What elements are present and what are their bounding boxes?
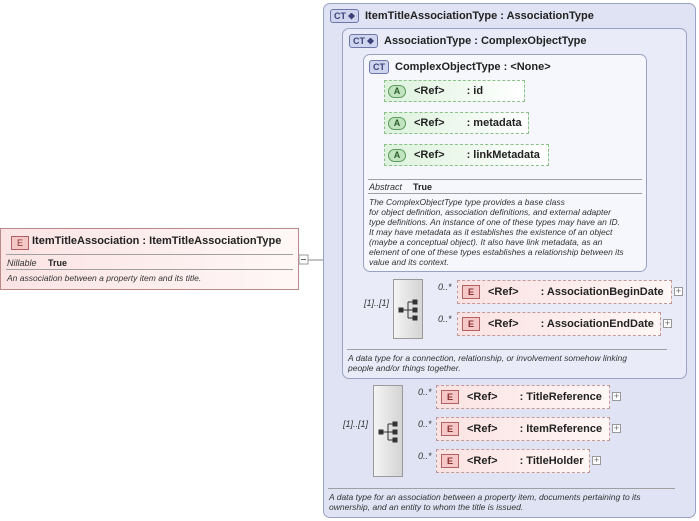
element-cardinality: 0..* — [418, 451, 432, 461]
element-itemreference[interactable]: E <Ref> : ItemReference — [436, 417, 610, 441]
element-titlereference[interactable]: E <Ref> : TitleReference — [436, 385, 610, 409]
element-associationbegindate[interactable]: E <Ref> : AssociationBeginDate — [457, 280, 672, 304]
outer-sequence-compositor[interactable] — [373, 385, 403, 477]
element-associationenddate[interactable]: E <Ref> : AssociationEndDate — [457, 312, 661, 336]
middle-ct-header: CT AssociationType : ComplexObjectType — [349, 34, 587, 48]
plus-expander-icon[interactable]: + — [612, 423, 621, 433]
element-name: : AssociationBeginDate — [540, 286, 664, 298]
element-cardinality: 0..* — [418, 419, 432, 429]
inner-ct-header: CT ComplexObjectType : <None> — [369, 60, 551, 74]
ct-badge-icon: CT — [349, 34, 378, 48]
attribute-metadata[interactable]: A <Ref> : metadata — [384, 112, 529, 134]
element-name: : TitleReference — [519, 391, 602, 403]
element-cardinality: 0..* — [438, 314, 452, 324]
plus-expander-icon[interactable]: + — [663, 318, 672, 328]
element-badge-icon: E — [441, 422, 459, 436]
nillable-value: True — [48, 258, 68, 268]
nillable-label: Nillable — [7, 258, 37, 268]
attribute-ref: <Ref> — [414, 149, 445, 161]
attribute-id[interactable]: A <Ref> : id — [384, 80, 525, 102]
sequence-icon — [398, 299, 418, 321]
element-cardinality: 0..* — [418, 387, 432, 397]
outer-doc-separator — [328, 488, 675, 489]
outer-ct-title: ItemTitleAssociationType : AssociationTy… — [365, 10, 594, 22]
abstract-label: Abstract — [369, 182, 403, 192]
attribute-linkmetadata[interactable]: A <Ref> : linkMetadata — [384, 144, 549, 166]
middle-ct-title: AssociationType : ComplexObjectType — [384, 35, 587, 47]
attribute-name: : metadata — [466, 117, 522, 129]
outer-ct-header: CT ItemTitleAssociationType : Associatio… — [330, 9, 594, 23]
root-documentation: An association between a property item a… — [7, 273, 202, 283]
middle-documentation: A data type for a connection, relationsh… — [348, 353, 627, 373]
attribute-ref: <Ref> — [414, 85, 445, 97]
element-badge-icon: E — [462, 285, 480, 299]
plus-expander-icon[interactable]: + — [612, 391, 621, 401]
middle-sequence-compositor[interactable] — [393, 279, 423, 339]
middle-doc-separator — [347, 349, 667, 350]
inner-separator-2 — [368, 193, 642, 194]
attribute-ref: <Ref> — [414, 117, 445, 129]
outer-documentation: A data type for an association between a… — [329, 492, 641, 512]
middle-sequence-cardinality: [1]..[1] — [364, 298, 390, 308]
element-cardinality: 0..* — [438, 282, 452, 292]
element-badge-icon: E — [441, 390, 459, 404]
root-separator-2 — [6, 269, 293, 270]
element-name: : TitleHolder — [519, 455, 584, 467]
root-element-box[interactable]: E ItemTitleAssociation : ItemTitleAssoci… — [0, 228, 299, 290]
element-name: : AssociationEndDate — [540, 318, 654, 330]
attribute-badge-icon: A — [388, 116, 406, 130]
inner-documentation: The ComplexObjectType type provides a ba… — [369, 197, 624, 267]
root-separator — [6, 254, 293, 255]
attribute-name: : linkMetadata — [466, 149, 540, 161]
element-badge-icon: E — [441, 454, 459, 468]
inner-separator — [368, 179, 642, 180]
sequence-icon — [378, 421, 398, 443]
ct-badge-icon: CT — [369, 60, 389, 74]
abstract-value: True — [413, 182, 433, 192]
outer-sequence-cardinality: [1]..[1] — [343, 419, 369, 429]
root-element-title: ItemTitleAssociation : ItemTitleAssociat… — [32, 235, 282, 247]
element-badge-icon: E — [462, 317, 480, 331]
ct-badge-icon: CT — [330, 9, 359, 23]
plus-expander-icon[interactable]: + — [592, 455, 601, 465]
attribute-badge-icon: A — [388, 148, 406, 162]
element-badge-icon: E — [11, 236, 29, 250]
attribute-badge-icon: A — [388, 84, 406, 98]
element-name: : ItemReference — [519, 423, 603, 435]
attribute-name: : id — [466, 85, 484, 97]
plus-expander-icon[interactable]: + — [674, 286, 683, 296]
element-titleholder[interactable]: E <Ref> : TitleHolder — [436, 449, 590, 473]
inner-ct-title: ComplexObjectType : <None> — [395, 61, 551, 73]
